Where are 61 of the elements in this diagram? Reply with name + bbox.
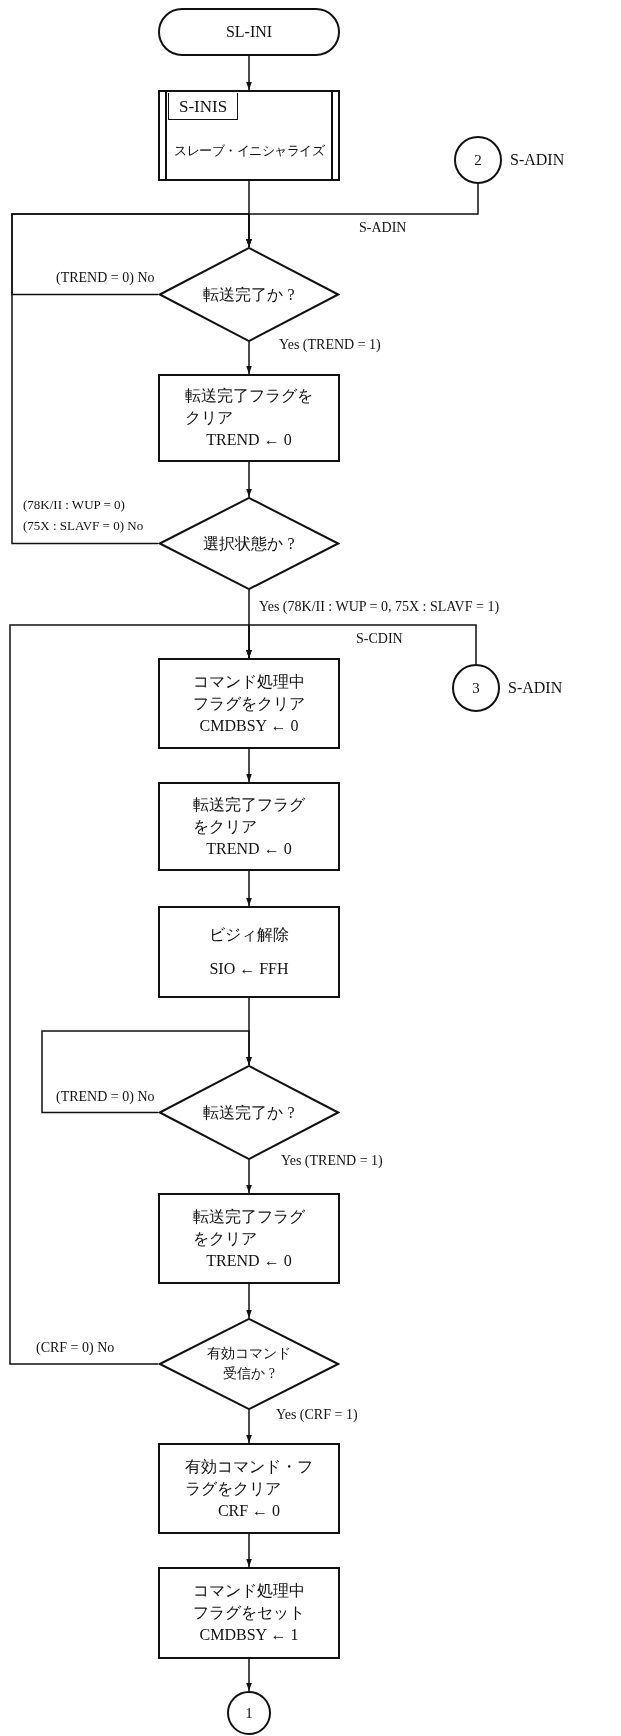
edge-label: Yes (78K/II : WUP = 0, 75X : SLAVF = 1) xyxy=(258,598,501,615)
step-text: スレーブ・イニシャライズ xyxy=(174,142,324,160)
step-text: コマンド処理中フラグをセット xyxy=(193,1581,305,1623)
step-text: ビジィ解除 xyxy=(208,925,290,945)
edge-label: Yes (CRF = 1) xyxy=(275,1406,359,1423)
connector-circle xyxy=(452,664,500,712)
subroutine-box xyxy=(158,90,340,181)
connector-number: 3 xyxy=(472,679,480,698)
routine-name-label: S-INIS xyxy=(168,93,239,120)
decision-text: 転送完了か ? xyxy=(202,1102,296,1123)
connector-label: S-ADIN xyxy=(508,678,563,698)
step-text: TREND ← 0 xyxy=(205,430,293,450)
terminal-text: SL-INI xyxy=(225,22,273,42)
edge-label: Yes (TREND = 1) xyxy=(278,336,382,353)
arrow xyxy=(246,341,252,375)
step-text: 転送完了フラグをクリア xyxy=(193,794,305,837)
connector-circle xyxy=(227,1691,271,1735)
connector-number: 1 xyxy=(245,1704,253,1723)
connector-circle xyxy=(454,136,502,184)
step-text: CRF ← 0 xyxy=(216,1500,282,1521)
process-box xyxy=(158,374,340,462)
arrow xyxy=(246,1409,252,1444)
edge-label: (TREND = 0) No xyxy=(55,269,156,286)
step-text: 転送完了フラグをクリア xyxy=(193,1206,305,1249)
arrow xyxy=(246,1159,252,1194)
arrow xyxy=(246,1658,252,1692)
terminal-box xyxy=(158,8,340,56)
process-box xyxy=(158,1567,340,1659)
process-box xyxy=(158,1443,340,1534)
edge-label: (CRF = 0) No xyxy=(35,1339,116,1356)
step-text: 有効コマンド・フラグをクリア xyxy=(185,1456,313,1499)
arrow xyxy=(246,870,252,907)
arrow xyxy=(246,748,252,783)
step-text: TREND ← 0 xyxy=(205,1250,293,1271)
process-box xyxy=(158,782,340,871)
decision-diamond xyxy=(158,1318,340,1410)
arrow xyxy=(246,1283,252,1319)
step-text: 転送完了フラグをクリア xyxy=(185,386,313,428)
arrow xyxy=(246,55,252,91)
decision-diamond xyxy=(158,497,340,590)
edge-label: Yes (TREND = 1) xyxy=(280,1152,384,1169)
process-box xyxy=(158,906,340,998)
step-text: CMDBSY ← 0 xyxy=(198,715,300,736)
process-box xyxy=(158,1193,340,1284)
decision-text: 転送完了か ? xyxy=(202,284,296,305)
decision-text: 有効コマンド受信か ? xyxy=(206,1345,292,1383)
step-text: SIO ← FFH xyxy=(208,959,290,979)
connector-number: 2 xyxy=(474,151,482,170)
connector-label: S-ADIN xyxy=(510,150,565,170)
process-box xyxy=(158,658,340,749)
step-text: CMDBSY ← 1 xyxy=(198,1625,300,1645)
arrow xyxy=(41,1030,252,1114)
edge-label: (TREND = 0) No xyxy=(55,1088,156,1105)
step-text: TREND ← 0 xyxy=(205,838,293,859)
arrow xyxy=(246,461,252,498)
decision-text: 選択状態か ? xyxy=(202,533,296,554)
arrow xyxy=(246,1533,252,1568)
arrow xyxy=(9,624,252,1365)
arrow xyxy=(11,213,252,545)
step-text: コマンド処理中フラグをクリア xyxy=(193,671,305,714)
edge-label: (78K/II : WUP = 0) (75X : SLAVF = 0) No xyxy=(22,496,145,535)
